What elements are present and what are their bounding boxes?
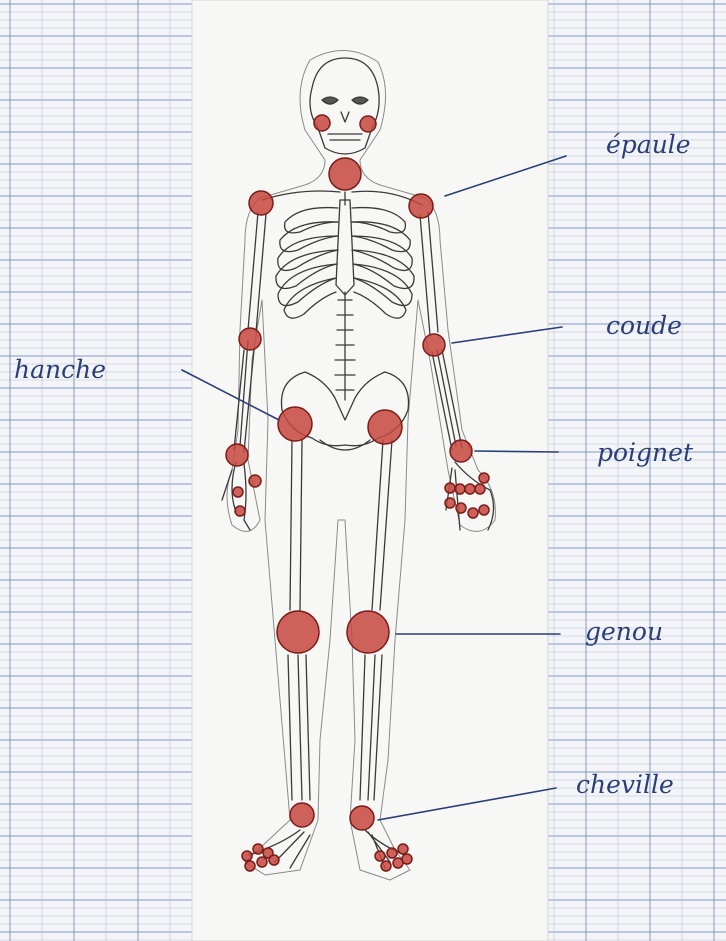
toe-joint bbox=[242, 851, 252, 861]
finger-joint bbox=[249, 475, 261, 487]
label-ankle: cheville bbox=[576, 770, 674, 799]
finger-joint bbox=[445, 498, 455, 508]
toe-joint bbox=[398, 844, 408, 854]
toe-joint bbox=[387, 848, 397, 858]
knee-joint-right bbox=[347, 611, 389, 653]
finger-joint bbox=[479, 505, 489, 515]
label-wrist: poignet bbox=[597, 438, 694, 467]
toe-joint bbox=[381, 861, 391, 871]
finger-joint bbox=[465, 484, 475, 494]
finger-joint bbox=[479, 473, 489, 483]
wrist-joint-right bbox=[450, 440, 472, 462]
label-hip: hanche bbox=[14, 355, 106, 384]
finger-joint bbox=[455, 484, 465, 494]
finger-joint bbox=[468, 508, 478, 518]
toe-joint bbox=[245, 861, 255, 871]
hip-joint-left bbox=[278, 407, 312, 441]
shoulder-joint-right bbox=[409, 194, 433, 218]
label-knee: genou bbox=[585, 617, 663, 646]
toe-joint bbox=[253, 844, 263, 854]
finger-joint bbox=[456, 503, 466, 513]
finger-joint bbox=[235, 506, 245, 516]
label-elbow: coude bbox=[606, 311, 682, 340]
finger-joint bbox=[475, 484, 485, 494]
shoulder-joint-left bbox=[249, 191, 273, 215]
ankle-joint-right bbox=[350, 806, 374, 830]
toe-joint bbox=[257, 857, 267, 867]
neck-joint bbox=[329, 158, 361, 190]
wrist-leader bbox=[475, 451, 558, 452]
elbow-joint-right bbox=[423, 334, 445, 356]
toe-joint bbox=[375, 851, 385, 861]
elbow-joint-left bbox=[239, 328, 261, 350]
toe-joint bbox=[269, 855, 279, 865]
hip-joint-right bbox=[368, 410, 402, 444]
jaw-joint-right bbox=[360, 116, 376, 132]
toe-joint bbox=[402, 854, 412, 864]
knee-joint-left bbox=[277, 611, 319, 653]
finger-joint bbox=[445, 483, 455, 493]
label-shoulder: épaule bbox=[606, 130, 691, 159]
jaw-joint-left bbox=[314, 115, 330, 131]
finger-joint bbox=[233, 487, 243, 497]
wrist-joint-left bbox=[226, 444, 248, 466]
ankle-joint-left bbox=[290, 803, 314, 827]
